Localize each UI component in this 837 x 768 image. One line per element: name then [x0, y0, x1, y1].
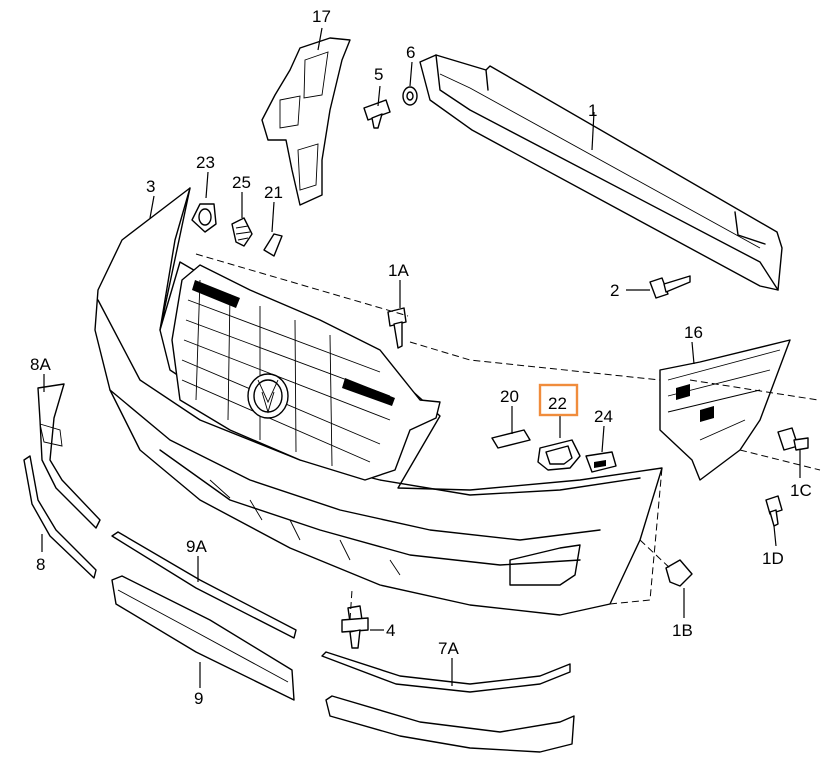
part-1A-screw[interactable]	[387, 307, 407, 349]
assembly-lines	[195, 253, 821, 621]
part-1C-screw[interactable]	[777, 427, 809, 451]
part-7A-strip[interactable]	[321, 651, 571, 693]
part-17-bracket[interactable]	[261, 37, 351, 206]
callout-25[interactable]: 25	[232, 173, 251, 192]
part-1-bumper-beam[interactable]	[419, 54, 783, 291]
callout-6[interactable]: 6	[406, 43, 415, 62]
callout-9A[interactable]: 9A	[186, 537, 207, 556]
callout-24[interactable]: 24	[594, 407, 613, 426]
callout-4[interactable]: 4	[386, 621, 395, 640]
part-20-cover[interactable]	[491, 429, 531, 449]
part-9-trim[interactable]	[111, 575, 295, 701]
callout-1A[interactable]: 1A	[388, 261, 409, 280]
callout-3[interactable]: 3	[146, 177, 155, 196]
part-5-screw[interactable]	[363, 99, 391, 129]
callout-2[interactable]: 2	[610, 281, 619, 300]
callout-labels: 17 5 6 1 2 3 23 25 21 1A 20 22 24 16 1C …	[30, 7, 812, 708]
callout-23[interactable]: 23	[196, 153, 215, 172]
callout-21[interactable]: 21	[264, 183, 283, 202]
part-16-side-guide[interactable]	[659, 339, 791, 481]
part-8A-molding[interactable]	[37, 383, 101, 529]
part-2-screw[interactable]	[649, 275, 691, 299]
part-9A-strip[interactable]	[111, 531, 297, 639]
part-1D-screw[interactable]	[765, 495, 783, 527]
callout-7A[interactable]: 7A	[438, 639, 459, 658]
callout-9[interactable]: 9	[194, 689, 203, 708]
part-23-clip[interactable]	[191, 203, 217, 233]
highlight-box-22	[538, 383, 579, 417]
callout-22[interactable]: 22	[548, 394, 567, 413]
callout-1B[interactable]: 1B	[672, 621, 693, 640]
callout-20[interactable]: 20	[500, 387, 519, 406]
part-25-clip[interactable]	[231, 217, 253, 247]
callout-17[interactable]: 17	[312, 7, 331, 26]
part-6-washer[interactable]	[402, 86, 418, 106]
callout-5[interactable]: 5	[374, 65, 383, 84]
part-7-lower-trim[interactable]	[325, 695, 575, 753]
callout-16[interactable]: 16	[684, 323, 703, 342]
part-grille[interactable]	[171, 264, 441, 481]
part-22-trim-ring[interactable]	[537, 439, 581, 471]
part-1B-clip[interactable]	[665, 559, 693, 587]
callout-1[interactable]: 1	[588, 101, 597, 120]
callout-1D[interactable]: 1D	[762, 549, 784, 568]
part-21-cap[interactable]	[263, 233, 283, 257]
callout-8[interactable]: 8	[36, 555, 45, 574]
callout-1C[interactable]: 1C	[790, 481, 812, 500]
part-4-rivet[interactable]	[341, 605, 369, 649]
part-24-bracket[interactable]	[585, 451, 617, 473]
callout-8A[interactable]: 8A	[30, 355, 51, 374]
leader-lines	[41, 27, 801, 688]
part-8-molding[interactable]	[23, 455, 97, 579]
